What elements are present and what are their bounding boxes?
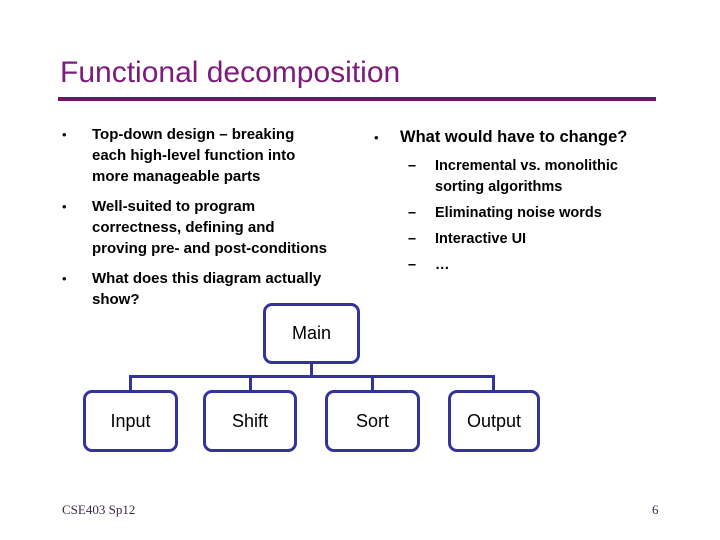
- dash-marker: –: [408, 231, 417, 247]
- bullet-marker: •: [62, 199, 67, 214]
- slide-page-number: 6: [652, 502, 659, 517]
- bullet-item: • Well-suited to program correctness, de…: [60, 196, 355, 259]
- title-divider: [58, 97, 656, 101]
- diagram-box-sort: Sort: [325, 390, 420, 452]
- footer-course-label: CSE403 Sp12: [62, 502, 136, 517]
- diagram-box-input: Input: [83, 390, 178, 452]
- sub-bullet-list: – Incremental vs. monolithic sorting alg…: [408, 156, 702, 276]
- connector-bus: [129, 375, 495, 378]
- dash-marker: –: [408, 158, 417, 174]
- bullet-marker: •: [62, 127, 67, 142]
- sub-bullet-item: – Eliminating noise words: [408, 203, 702, 224]
- left-bullet-list: • Top-down design – breaking each high-l…: [60, 124, 355, 319]
- diagram-box-main: Main: [263, 303, 360, 364]
- connector-drop-output: [492, 378, 495, 390]
- bullet-item: • What would have to change?: [372, 126, 702, 149]
- bullet-item: • What does this diagram actually show?: [60, 268, 355, 310]
- connector-drop-shift: [249, 378, 252, 390]
- bullet-item: • Top-down design – breaking each high-l…: [60, 124, 355, 187]
- slide-title: Functional decomposition: [60, 56, 401, 89]
- sub-bullet-text: Interactive UI: [435, 231, 527, 247]
- right-bullet-list: • What would have to change? – Increment…: [372, 126, 702, 281]
- sub-bullet-text: …: [435, 257, 450, 273]
- bullet-marker: •: [374, 130, 379, 145]
- sub-bullet-item: – Incremental vs. monolithic sorting alg…: [408, 156, 702, 198]
- bullet-text: Top-down design – breaking each high-lev…: [92, 126, 296, 185]
- dash-marker: –: [408, 205, 417, 221]
- bullet-text: What would have to change?: [400, 128, 628, 146]
- dash-marker: –: [408, 257, 417, 273]
- sub-bullet-item: – …: [408, 255, 702, 276]
- connector-drop-sort: [371, 378, 374, 390]
- connector-main-stub: [310, 364, 313, 376]
- bullet-text: What does this diagram actually show?: [92, 270, 322, 308]
- sub-bullet-text: Incremental vs. monolithic sorting algor…: [435, 158, 618, 195]
- sub-bullet-item: – Interactive UI: [408, 229, 702, 250]
- connector-drop-input: [129, 378, 132, 390]
- sub-bullet-text: Eliminating noise words: [435, 205, 602, 221]
- bullet-text: Well-suited to program correctness, defi…: [92, 198, 327, 257]
- bullet-marker: •: [62, 271, 67, 286]
- diagram-box-shift: Shift: [203, 390, 297, 452]
- diagram-box-output: Output: [448, 390, 540, 452]
